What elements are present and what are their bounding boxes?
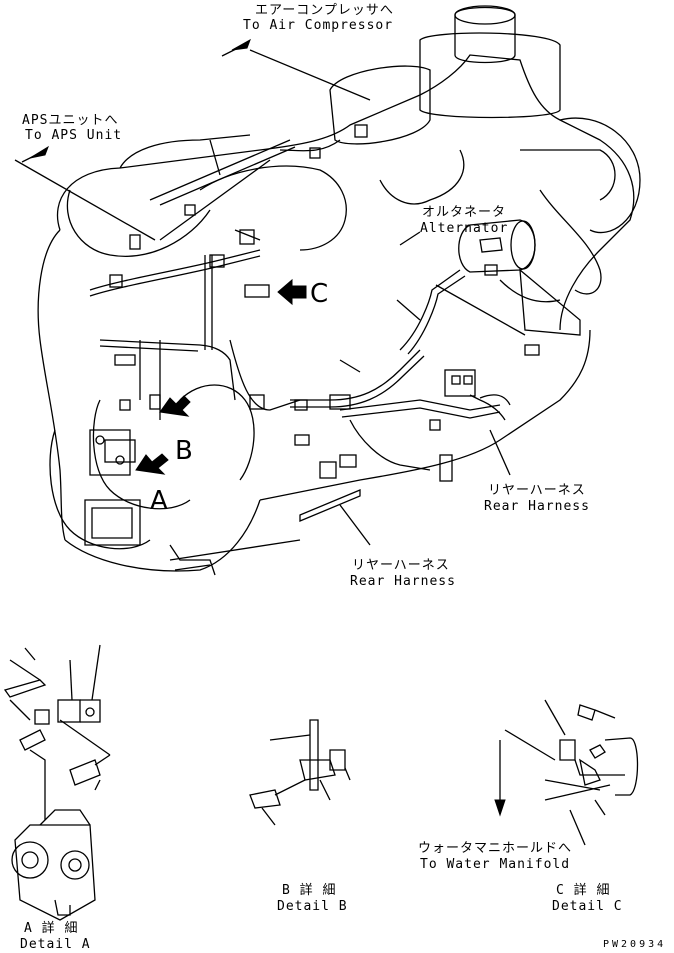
alternator-label-jp: オルタネータ — [422, 205, 507, 220]
detail-c-title-en: Detail C — [552, 899, 623, 914]
rear-harness-bottom-label-en: Rear Harness — [350, 574, 456, 589]
view-marker-c: C — [310, 279, 329, 309]
air-compressor-label-en: To Air Compressor — [243, 18, 394, 33]
water-manifold-label-en: To Water Manifold — [420, 857, 571, 872]
turbo-housing — [49, 429, 301, 576]
drawing-code: PW20934 — [603, 939, 667, 950]
exhaust-stack — [329, 5, 561, 145]
detail-b-title-en: Detail B — [277, 899, 348, 914]
detail-b-title-jp: B 詳 細 — [282, 883, 337, 898]
rear-harness-right-label-en: Rear Harness — [484, 499, 590, 514]
detail-a-title-en: Detail A — [20, 937, 91, 952]
view-marker-a: A — [150, 486, 168, 516]
alternator — [458, 219, 536, 273]
wiring-harness — [89, 139, 511, 471]
detail-c-drawing — [504, 699, 639, 846]
connectors — [104, 124, 540, 482]
aps-unit-label-en: To APS Unit — [25, 128, 123, 143]
engine-body — [37, 54, 635, 572]
air-compressor-label-jp: エアーコンプレッサへ — [255, 3, 394, 18]
alternator-label-en: Alternator — [420, 221, 509, 236]
view-arrows — [135, 278, 307, 475]
cooling-fan — [499, 117, 641, 336]
detail-b-drawing — [249, 719, 351, 826]
detail-a-drawing — [3, 644, 111, 921]
aps-unit-label-jp: APSユニットへ — [22, 113, 119, 128]
rear-harness-band — [299, 489, 361, 522]
leader-lines — [14, 49, 526, 546]
view-marker-b: B — [175, 436, 193, 466]
detail-c-title-jp: C 詳 細 — [556, 883, 611, 898]
rear-harness-right-label-jp: リヤーハーネス — [488, 483, 586, 498]
direction-arrows — [21, 38, 506, 817]
rear-harness-bottom-label-jp: リヤーハーネス — [352, 558, 450, 573]
water-manifold-label-jp: ウォータマニホールドへ — [418, 841, 573, 856]
detail-a-title-jp: A 詳 細 — [24, 921, 79, 936]
